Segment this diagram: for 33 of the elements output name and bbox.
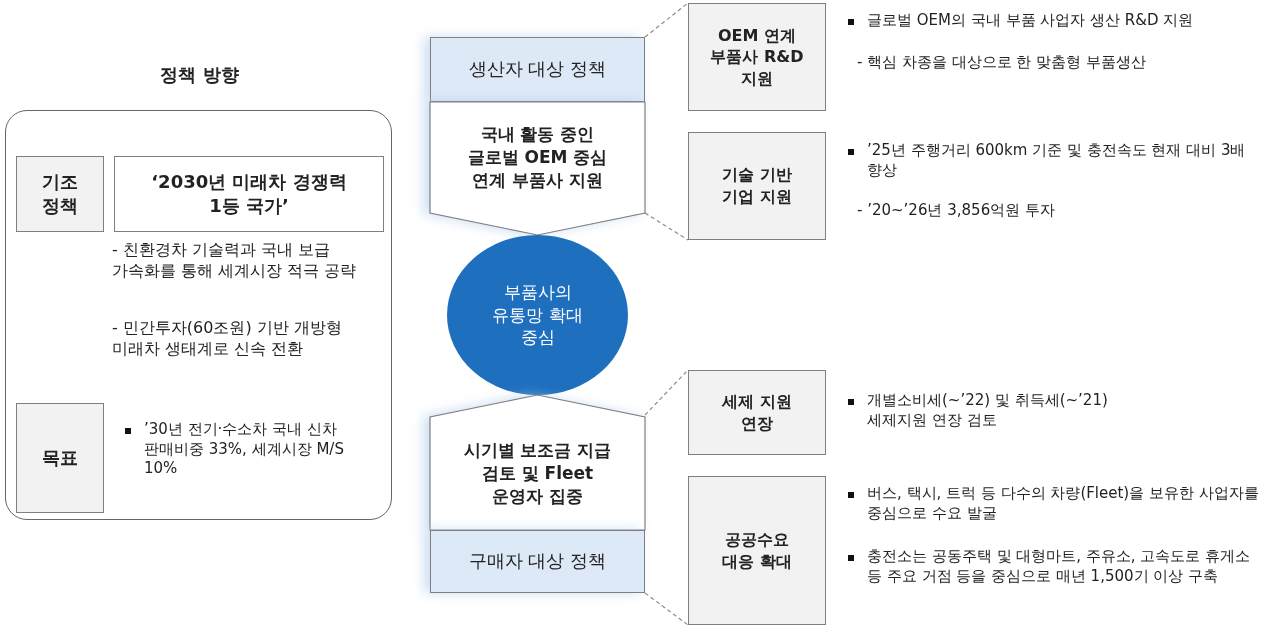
panel-title: 정책 방향	[159, 63, 240, 87]
bullet-text: ’25년 주행거리 600km 기준 및 충전속도 현재 대비 3배 향상	[867, 141, 1247, 180]
bullet-text: ’30년 전기·수소차 국내 신차 판매비중 33%, 세계시장 M/S 10%	[144, 420, 345, 479]
circle-label: 부품사의 유통망 확대 중심	[491, 280, 584, 350]
box-label: 목표	[42, 445, 78, 470]
note-text: - 친환경차 기술력과 국내 보급 가속화를 통해 세계시장 적극 공략	[112, 240, 358, 282]
vision-box	[114, 156, 384, 232]
box-label: ‘2030년 미래차 경쟁력 1등 국가’	[150, 169, 348, 218]
connector-line	[644, 212, 689, 241]
box-label: 공공수요 대응 확대	[721, 528, 793, 573]
note-text: - 민간투자(60조원) 기반 개방형 미래차 생태계로 신속 전환	[112, 318, 343, 360]
box-label: 시기별 보조금 지급 검토 및 Fleet 운영자 집중	[462, 439, 613, 508]
box-label: 세제 지원 연장	[721, 390, 793, 435]
box-label: OEM 연계 부품사 R&D 지원	[709, 24, 805, 90]
box-label: 구매자 대상 정책	[468, 549, 607, 574]
bullet-text: 글로벌 OEM의 국내 부품 사업자 생산 R&D 지원	[867, 11, 1195, 31]
pentagon-box	[430, 102, 645, 235]
pentagon-box	[430, 395, 645, 530]
connector-line	[644, 369, 689, 416]
bullet-text: - ’20~’26년 3,856억원 투자	[857, 201, 1056, 221]
category-box	[430, 530, 645, 593]
bullet-text: 충전소는 공동주택 및 대형마트, 주유소, 고속도로 휴게소 등 주요 거점 등을 중심으로 매년 1,500기 이상 구축	[867, 547, 1252, 586]
bullet-text: 버스, 택시, 트럭 등 다수의 차량(Fleet)을 보유한 사업자를 중심으로 수요 발굴	[867, 484, 1260, 523]
bullet-text: - 핵심 차종을 대상으로 한 맞춤형 부품생산	[857, 53, 1148, 73]
box-label: 국내 활동 중인 글로벌 OEM 중심 연계 부품사 지원	[466, 123, 609, 192]
connector-line	[644, 592, 689, 626]
label-box	[16, 156, 104, 232]
category-box	[430, 37, 645, 102]
box-label: 기술 기반 기업 지원	[721, 164, 793, 208]
connector-line	[644, 2, 689, 38]
bullet-text: 개별소비세(~’22) 및 취득세(~’21) 세제지원 연장 검토	[867, 391, 1109, 430]
box-label: 기조 정책	[41, 169, 79, 218]
box-label: 생산자 대상 정책	[468, 57, 607, 82]
